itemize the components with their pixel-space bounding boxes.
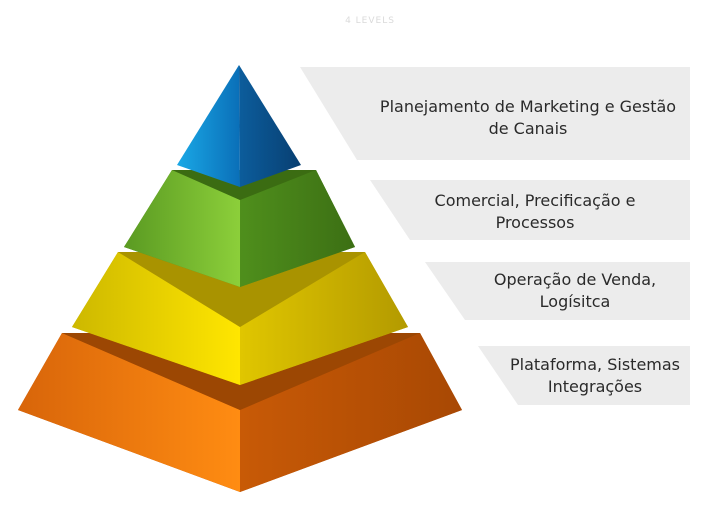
pyramid-level-3 xyxy=(72,252,408,385)
label-banner-1 xyxy=(300,67,690,160)
header-watermark: 4 LEVELS xyxy=(345,16,395,26)
level-3-label-line-1: Operação de Venda, xyxy=(493,270,657,289)
pyramid-level-1 xyxy=(177,65,301,187)
label-banner-2 xyxy=(370,180,690,240)
level-4-label-line-2: Integrações xyxy=(547,377,643,396)
label-banner-3 xyxy=(425,262,690,320)
level-4-label-line-1: Plataforma, Sistemas xyxy=(509,355,681,374)
level-1-label-line-2: de Canais xyxy=(488,119,568,138)
level-2-label-line-1: Comercial, Precificação e xyxy=(434,191,636,210)
level-1-label: Planejamento de Marketing e Gestão de Ca… xyxy=(360,96,696,140)
level-3-label-line-2: Logísitca xyxy=(539,292,611,311)
level-2-label-line-2: Processos xyxy=(495,213,575,232)
level-4-label: Plataforma, Sistemas Integrações xyxy=(500,354,690,398)
level-1-label-line-1: Planejamento de Marketing e Gestão xyxy=(379,97,677,116)
label-banner-4 xyxy=(478,346,690,405)
level-3-label: Operação de Venda, Logísitca xyxy=(470,269,680,313)
pyramid-level-2 xyxy=(124,170,355,287)
level-2-label: Comercial, Precificação e Processos xyxy=(410,190,660,234)
